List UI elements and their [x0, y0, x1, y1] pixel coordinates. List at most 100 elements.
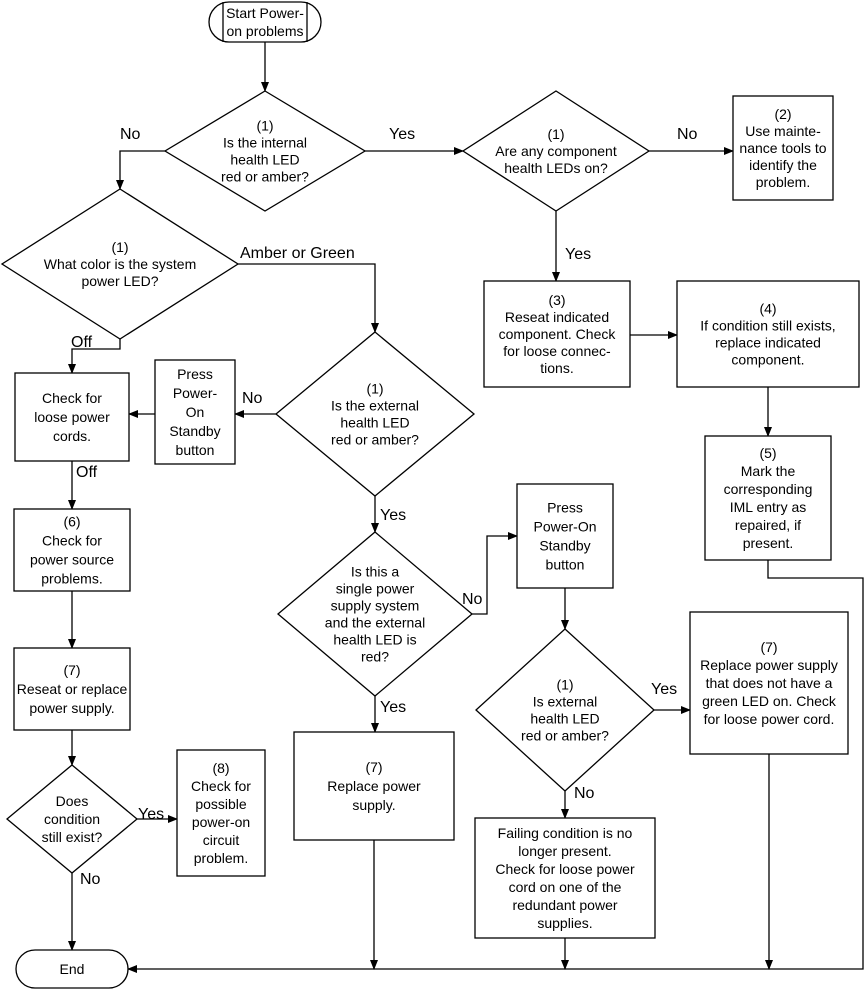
- node-label: (6): [63, 514, 80, 530]
- edge-label-yes1: Yes: [389, 126, 415, 143]
- edge-label-no2: No: [677, 126, 698, 143]
- node-b-replps: (7) Replace power supply.: [293, 731, 455, 841]
- node-label: nance tools to: [739, 140, 826, 156]
- node-label: End: [60, 961, 85, 977]
- node-label: power supply.: [29, 700, 114, 716]
- node-label: Is the external: [331, 398, 419, 414]
- node-label: that does not have a: [706, 675, 833, 691]
- connector-arrow: [472, 532, 518, 615]
- node-label: supply system: [331, 598, 420, 614]
- node-label: Use mainte-: [745, 123, 821, 139]
- node-label: IML entry as: [730, 499, 807, 515]
- node-label: power LED?: [81, 273, 158, 289]
- node-label: Failing condition is no: [498, 825, 633, 841]
- node-label: (4): [759, 301, 776, 317]
- node-label: Check for: [42, 390, 102, 406]
- node-label: (1): [556, 677, 573, 693]
- node-label: red or amber?: [221, 169, 309, 185]
- node-label: longer present.: [518, 843, 611, 859]
- node-label: loose power: [34, 409, 110, 425]
- edge-label-yes2: Yes: [565, 246, 591, 263]
- node-label: Check for loose power: [495, 861, 635, 877]
- edge-label-no3: No: [242, 390, 263, 407]
- node-label: Are any component: [495, 143, 617, 159]
- node-label: (1): [366, 381, 383, 397]
- node-b-failing: Failing condition is no longer present. Ch…: [474, 817, 656, 939]
- edge-label-yes6: Yes: [138, 806, 164, 823]
- connector-arrow: [238, 263, 379, 333]
- node-label: component. Check: [499, 326, 617, 342]
- node-label: corresponding: [724, 481, 813, 497]
- edge-label-off1: Off: [71, 334, 93, 351]
- edge-label-yes5: Yes: [651, 681, 677, 698]
- node-label: Replace power: [327, 778, 421, 794]
- node-label: green LED on. Check: [702, 693, 837, 709]
- node-label: Press: [547, 500, 583, 516]
- node-label: (7): [760, 639, 777, 655]
- node-label: Is this a: [351, 564, 399, 580]
- node-label: health LED: [230, 152, 299, 168]
- edge-label-yes4: Yes: [380, 699, 406, 716]
- node-label: supplies.: [537, 915, 592, 931]
- node-label: On: [186, 404, 205, 420]
- node-end: End: [15, 949, 129, 989]
- node-label: (7): [63, 662, 80, 678]
- node-label: still exist?: [42, 829, 103, 845]
- node-label: Standby: [169, 423, 220, 439]
- edge-label-off2: Off: [76, 464, 98, 481]
- node-label: Power-: [173, 385, 218, 401]
- node-label: (2): [774, 106, 791, 122]
- node-label: replace indicated: [715, 335, 821, 351]
- node-label: tions.: [540, 360, 573, 376]
- node-label: health LED: [530, 711, 599, 727]
- node-label: cord on one of the: [509, 879, 622, 895]
- node-label: red or amber?: [331, 432, 419, 448]
- node-label: Is external: [533, 694, 598, 710]
- node-label: problem.: [756, 174, 810, 190]
- node-label: on problems: [226, 23, 303, 39]
- node-label: single power: [336, 581, 415, 597]
- node-label: present.: [743, 535, 794, 551]
- edge-label-amber-green: Amber or Green: [240, 245, 355, 262]
- node-label: If condition still exists,: [700, 318, 835, 334]
- node-start: Start Power-on problems: [208, 1, 322, 43]
- node-label: Does: [56, 793, 89, 809]
- node-label: repaired, if: [735, 517, 801, 533]
- edge-label-no1: No: [120, 126, 141, 143]
- node-label: for loose power cord.: [704, 711, 835, 727]
- edge-label-no5: No: [574, 785, 595, 802]
- node-label: red?: [361, 649, 389, 665]
- node-label: power-on: [192, 814, 250, 830]
- node-label: (7): [365, 759, 382, 775]
- node-label: Start Power-: [226, 5, 304, 21]
- node-label: power source: [30, 552, 114, 568]
- node-label: Press: [177, 366, 213, 382]
- node-label: health LEDs on?: [504, 160, 608, 176]
- node-label: supply.: [352, 797, 395, 813]
- node-label: condition: [44, 811, 100, 827]
- node-label: problem.: [194, 850, 248, 866]
- edge-label-no4: No: [462, 591, 483, 608]
- node-label: health LED: [340, 415, 409, 431]
- node-label: Reseat indicated: [505, 309, 609, 325]
- connector-arrow: [68, 339, 121, 374]
- node-label: Check for: [42, 533, 102, 549]
- node-label: Power-On: [533, 519, 596, 535]
- node-label: (3): [548, 292, 565, 308]
- node-label: (5): [759, 445, 776, 461]
- node-label: component.: [731, 352, 804, 368]
